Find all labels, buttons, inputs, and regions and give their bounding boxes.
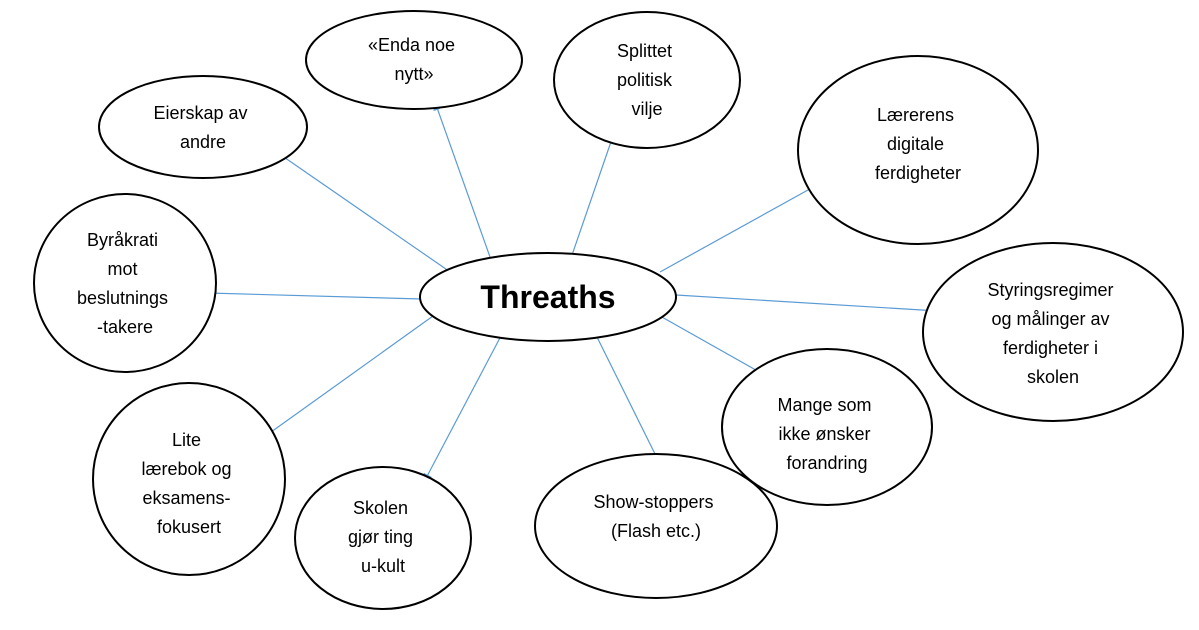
node-line: Lite — [172, 430, 201, 450]
node-line: andre — [180, 132, 226, 152]
node-line: mot — [107, 259, 137, 279]
center-node: Threaths — [419, 252, 677, 342]
node-line: lærebok og — [141, 459, 231, 479]
node-line: Eierskap av — [153, 103, 247, 123]
node-line: Show-stoppers — [593, 492, 713, 512]
connector-splittet-politisk-vilje — [570, 132, 616, 259]
node-line: Splittet — [617, 41, 672, 61]
node-line: digitale — [887, 134, 944, 154]
node-line: ferdigheter — [875, 163, 961, 183]
connector-eierskap-av-andre — [277, 152, 457, 277]
node-line: ferdigheter i — [1003, 338, 1098, 358]
node-line: og målinger av — [991, 309, 1109, 329]
node-lite-lærebok: Lite lærebok og eksamens- fokusert — [92, 382, 286, 576]
svg-text:Skolen gjør ting u: Skolen gjør ting u-kult — [348, 498, 418, 576]
svg-text:Lite lærebok og ek: Lite lærebok og eksamens- fokusert — [141, 430, 236, 537]
connector-styringsregimer — [675, 294, 956, 316]
connector-byråkrati — [207, 288, 423, 300]
node-show-stoppers: Show-stoppers (Flash etc.) — [534, 453, 778, 599]
node-line: Mange som — [777, 395, 871, 415]
connector-enda-noe-nytt — [433, 101, 491, 258]
node-line: -takere — [97, 317, 153, 337]
node-line: Skolen — [353, 498, 408, 518]
node-line: beslutnings — [77, 288, 168, 308]
svg-text:Splittet politisk: Splittet politisk vilje — [617, 41, 677, 119]
node-line: fokusert — [157, 517, 221, 537]
node-skolen-gjør-ting-u-kult: Skolen gjør ting u-kult — [294, 466, 472, 610]
node-styringsregimer: Styringsregimer og målinger av ferdighet… — [922, 242, 1184, 422]
node-mange-som-ikke-ønsker-forandring: Mange som ikke ønsker forandring — [721, 348, 933, 506]
connector-lærerens-digitale-ferdigheter — [659, 179, 827, 273]
node-line: (Flash etc.) — [611, 521, 701, 541]
node-eierskap-av-andre: Eierskap av andre — [98, 75, 308, 179]
connector-skolen-gjør-ting — [423, 333, 503, 483]
node-line: ikke ønsker — [778, 424, 870, 444]
node-byråkrati-mot-beslutningstakere: Byråkrati mot beslutnings -takere — [33, 193, 217, 373]
svg-text:Show-stoppers (Flash etc: Show-stoppers (Flash etc.) — [593, 492, 718, 541]
connector-show-stoppers — [593, 330, 663, 469]
node-splittet-politisk-vilje: Splittet politisk vilje — [553, 11, 741, 149]
center-title: Threaths — [480, 279, 615, 315]
node-line: vilje — [631, 99, 662, 119]
node-line: Styringsregimer — [987, 280, 1113, 300]
node-line: Byråkrati — [87, 230, 158, 250]
node-line: u-kult — [361, 556, 405, 576]
node-line: nytt» — [394, 64, 433, 84]
connectors — [207, 101, 956, 483]
svg-text:Eierskap av andre: Eierskap av andre — [153, 103, 252, 152]
node-enda-noe-nytt: «Enda noe nytt» — [305, 10, 523, 110]
node-line: skolen — [1027, 367, 1079, 387]
node-line: forandring — [786, 453, 867, 473]
node-line: «Enda noe — [368, 35, 455, 55]
node-line: Lærerens — [877, 105, 954, 125]
svg-text:Mange som ikke ønsker: Mange som ikke ønsker forandring — [777, 395, 876, 473]
svg-text:Byråkrati mot besl: Byråkrati mot beslutnings -takere — [77, 230, 173, 337]
svg-text:Lærerens digitale: Lærerens digitale ferdigheter — [875, 105, 961, 183]
node-lærerens-digitale-ferdigheter: Lærerens digitale ferdigheter — [797, 55, 1039, 245]
node-line: politisk — [617, 70, 673, 90]
connector-lite-lærebok — [252, 310, 441, 446]
node-line: gjør ting — [348, 527, 413, 547]
node-line: eksamens- — [142, 488, 230, 508]
svg-text:Styringsregimer og målin: Styringsregimer og målinger av ferdighet… — [987, 280, 1118, 387]
svg-text:«Enda noe nytt»: «Enda noe nytt» — [368, 35, 460, 84]
